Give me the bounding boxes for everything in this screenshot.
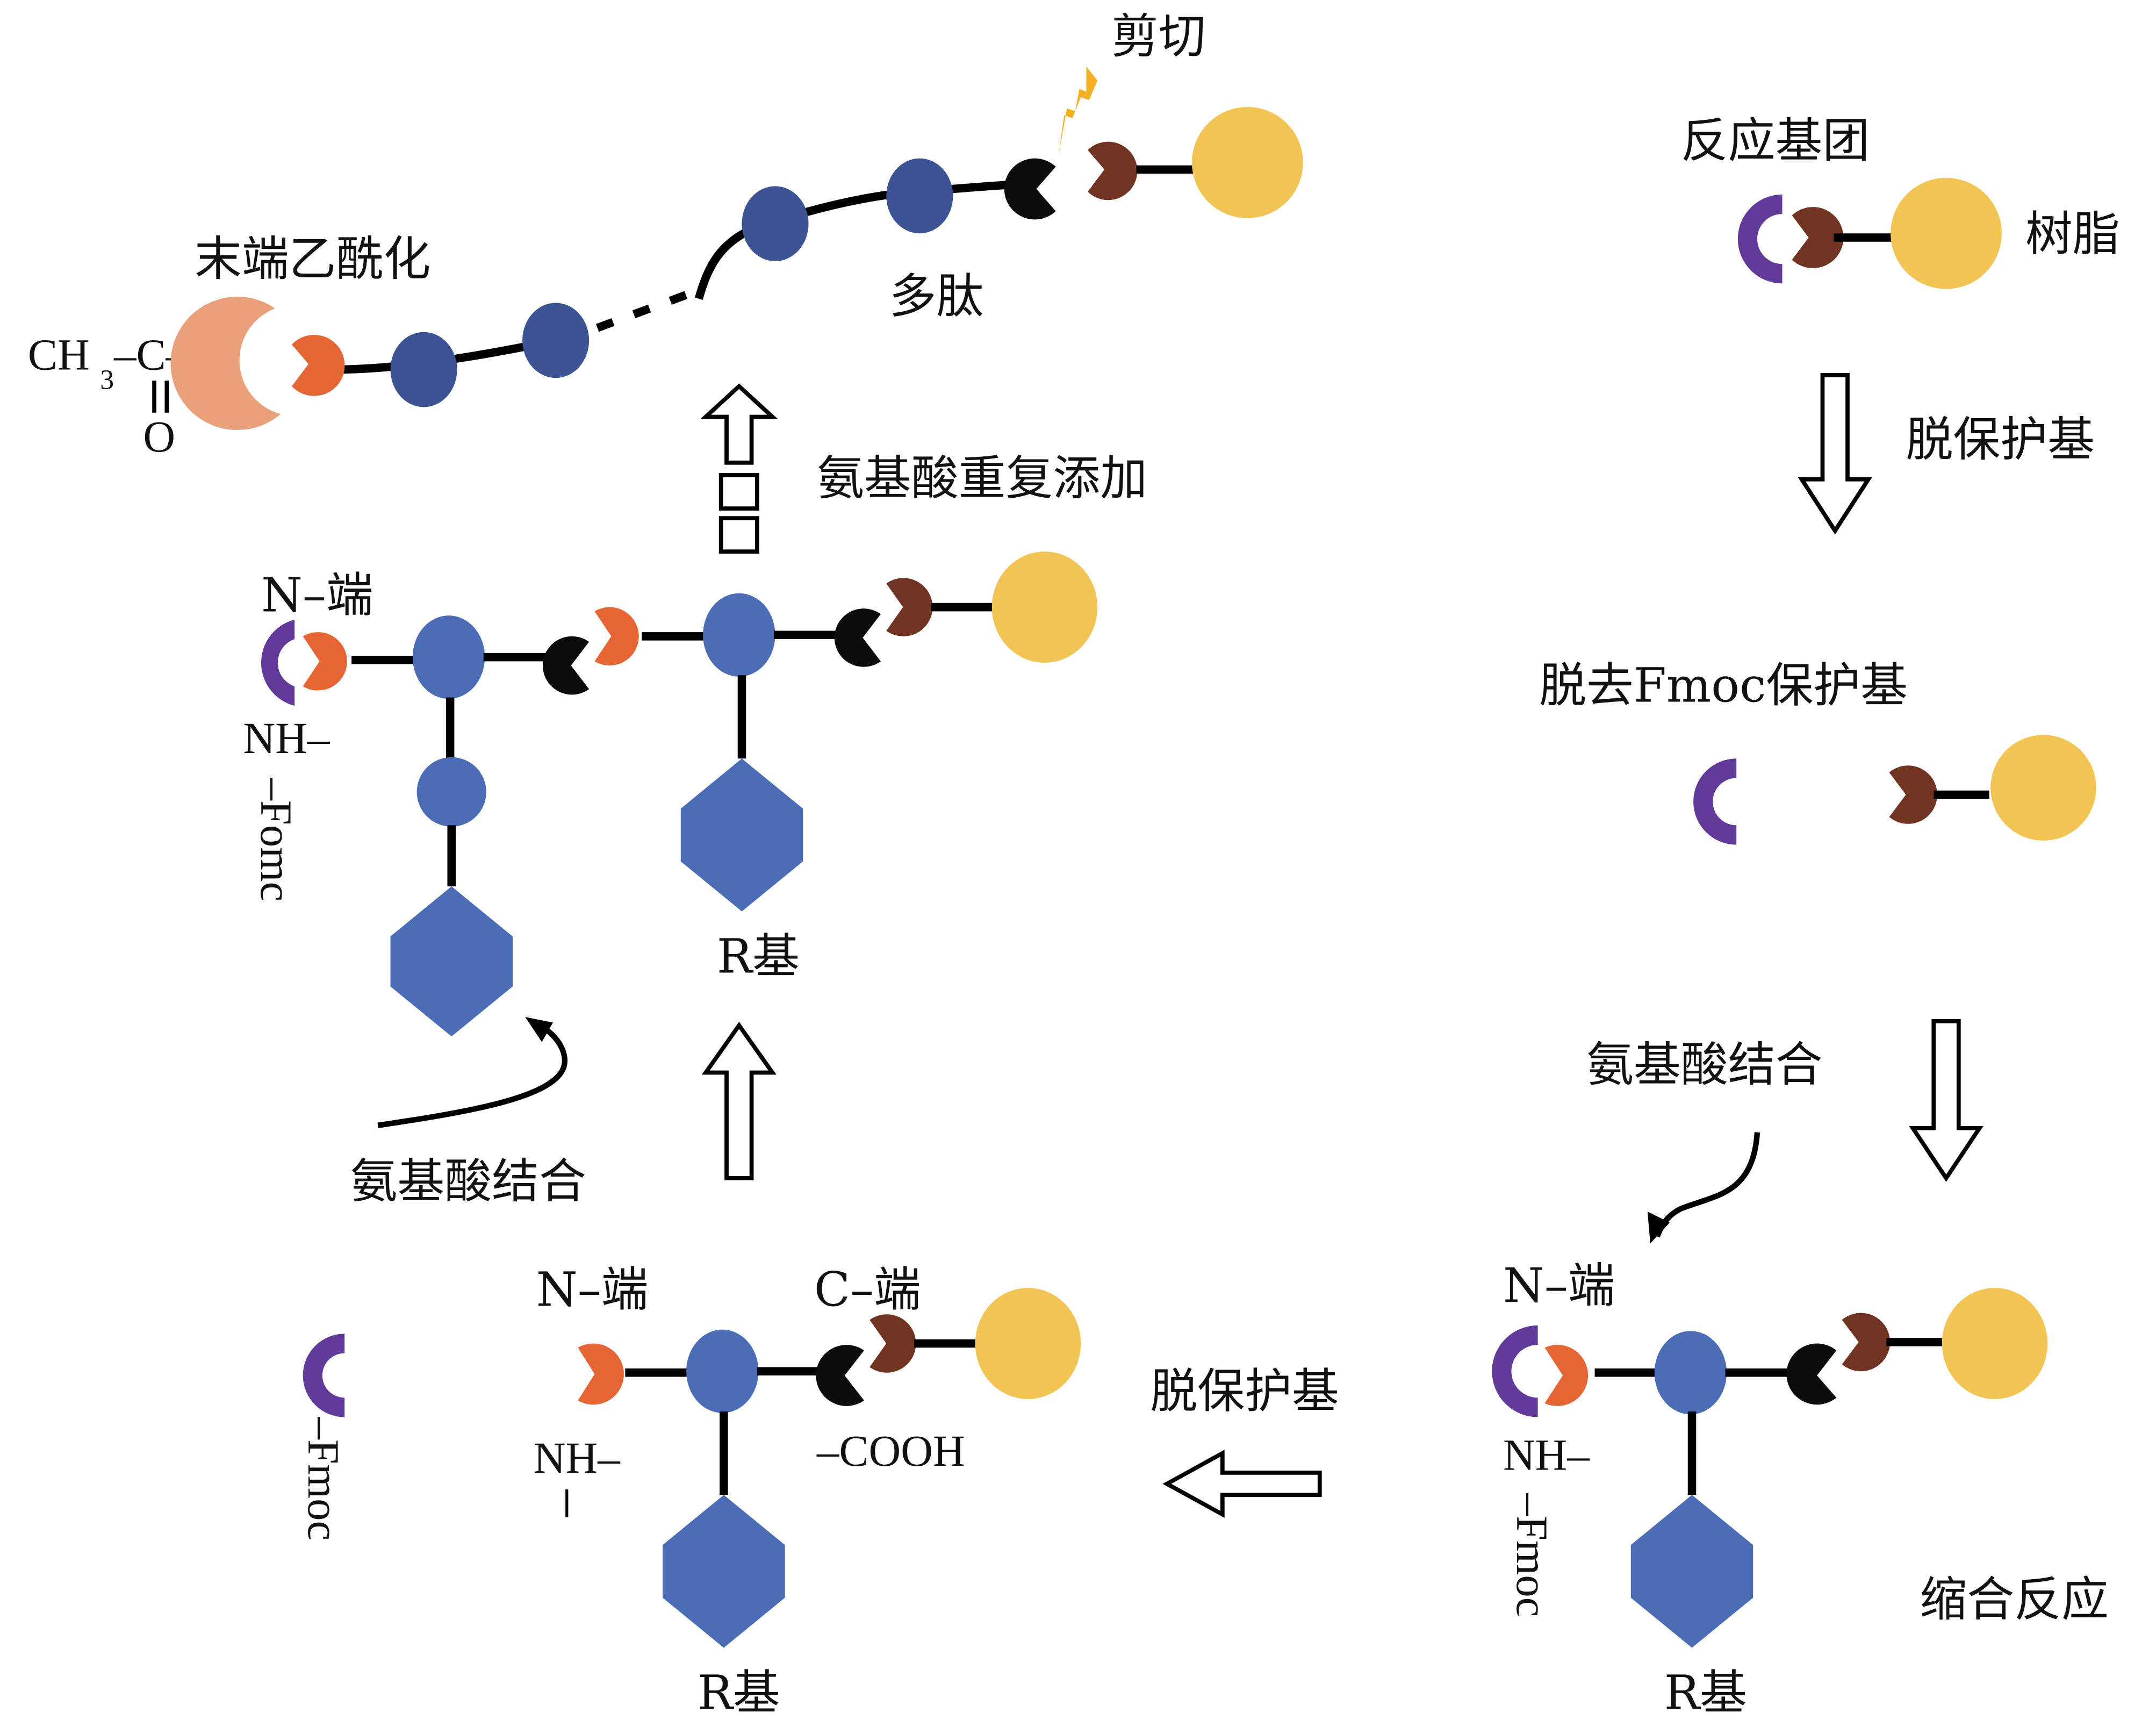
amino-group-orange [291,334,345,396]
linker-brown [1792,207,1844,268]
n-terminus-label: N–端 [536,1262,649,1317]
amino-acid-coupling-label-left: 氨基酸结合 [350,1153,586,1209]
nh-label: NH– [243,713,330,763]
r-group-hexagon-1 [390,886,513,1037]
fomc-label-vertical: –Fomc [251,777,301,901]
alpha-carbon-2 [703,593,775,677]
alpha-carbon-1 [412,615,485,699]
c-terminus-label: C–端 [814,1262,921,1317]
linker-brown [869,1314,916,1373]
arrow-down-deprotect [1798,373,1872,535]
lightning-icon [1058,67,1098,156]
cooh-label: –COOH [816,1426,965,1475]
carboxyl-group-black [1004,158,1056,220]
peptide-residue-4 [886,158,953,234]
curved-arrow-left [377,1022,568,1128]
r-group-label: R基 [698,1665,780,1720]
peptide-backbone-2 [694,179,1036,300]
resin-bead [1191,107,1303,218]
n-terminus-label: N–端 [261,567,373,622]
reactive-group-label: 反应基团 [1681,113,1870,168]
acetyl-oxygen: O [143,412,175,461]
dipeptide-group: N–端 R基 NH– –Fomc [243,551,1098,1037]
peptide-residue-3 [742,186,809,261]
resin-bead [975,1288,1081,1399]
side-chain-residue [416,757,486,827]
arrow-down-coupling [1909,1019,1983,1182]
resin-start-group: 反应基团 树脂 [1681,113,2120,289]
acetyl-crescent [170,296,281,431]
deprotection-label-1: 脱保护基 [1906,412,2095,467]
cleavage-label: 剪切 [1111,9,1206,64]
r-group-hexagon [1630,1495,1753,1648]
r-group-hexagon-2 [680,758,803,912]
arrow-up-coupling [701,1021,777,1180]
fmoc-label-vertical: –Fmoc [299,1417,348,1541]
fmoc-protecting-group [1492,1325,1538,1417]
linker-brown [1842,1313,1891,1372]
linker-brown [1088,141,1138,200]
acetyl-formula-ch: CH [28,330,90,379]
deprotection-label-2: 脱保护基 [1150,1363,1339,1418]
fmoc-protecting-group [1737,194,1783,284]
fmoc-protecting-group [261,619,295,706]
amino-group-orange [303,632,347,691]
amino-acid-coupling-label-right: 氨基酸结合 [1586,1037,1822,1092]
carboxyl-group-black [1786,1343,1837,1405]
condensation-label: 缩合反应 [1920,1572,2109,1627]
linker-brown [1889,765,1937,824]
resin-bead [1891,177,2002,289]
arrow-up-repeat [700,383,778,465]
r-group-label: R基 [1664,1665,1747,1720]
peptide-dashes [595,288,696,332]
carboxyl-group-black [834,608,881,667]
carboxyl-group-black [816,1345,864,1406]
arrow-left-deprotect [1162,1450,1322,1518]
resin-bead [1990,735,2096,841]
resin-bead [991,551,1098,663]
peptide-residue-1 [390,332,457,407]
carboxyl-group-black [542,636,590,695]
amino-group-orange [578,1343,624,1405]
fmoc-protecting-group [1693,758,1737,845]
resin-bead [1942,1288,2048,1399]
fmoc-protecting-group-removed [303,1334,345,1417]
repeat-square-2 [718,516,759,554]
nh-label: NH– [534,1433,620,1482]
peptide-residue-2 [522,303,590,378]
amino-group-orange [1544,1345,1589,1406]
curved-arrow-right [1655,1132,1760,1238]
fmoc-removed-group: 脱去Fmoc保护基 [1539,657,2096,845]
final-peptide-group: CH 3 –C– O 剪切 末端乙酰化 多肽 [28,9,1303,461]
alpha-carbon [1654,1331,1727,1415]
repeat-addition-label: 氨基酸重复添加 [817,450,1147,506]
remove-fmoc-label: 脱去Fmoc保护基 [1539,657,1908,713]
terminal-acetylation-label: 末端乙酰化 [195,231,430,286]
resin-label: 树脂 [2025,206,2120,261]
fmoc-label-vertical: –Fmoc [1507,1493,1557,1617]
linker-brown [886,578,933,636]
alpha-carbon [686,1329,759,1413]
r-group-hexagon [663,1495,785,1648]
n-terminus-label: N–端 [1503,1258,1615,1313]
amino-group-orange [594,607,639,666]
deprotected-group: –Fmoc N–端 C–端 NH– –COOH R基 [299,1262,1081,1720]
r-group-label: R基 [717,928,800,984]
repeat-square-1 [718,473,759,511]
nh-label: NH– [1503,1430,1590,1480]
acetyl-subscript: 3 [100,365,114,396]
curved-arrow-left-head [525,1017,553,1042]
curved-arrow-right-head [1647,1211,1670,1244]
condensation-group: N–端 NH– –Fmoc R基 缩合反应 [1492,1258,2109,1720]
polypeptide-label: 多肽 [889,269,983,324]
